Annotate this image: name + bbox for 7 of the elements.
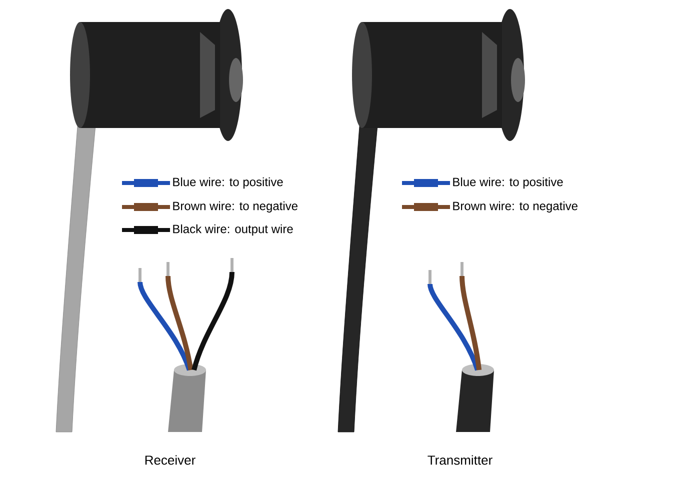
caption-label: Transmitter	[428, 455, 492, 465]
legend-text: Blue wire: to positive	[453, 177, 563, 189]
legend-text: Brown wire: to negative	[453, 201, 578, 213]
caption-label: Receiver	[145, 455, 196, 465]
legend-text: Blue wire: to positive	[173, 177, 283, 189]
legend-text: Black wire: output wire	[173, 224, 293, 236]
legend-text: Brown wire: to negative	[173, 201, 298, 213]
